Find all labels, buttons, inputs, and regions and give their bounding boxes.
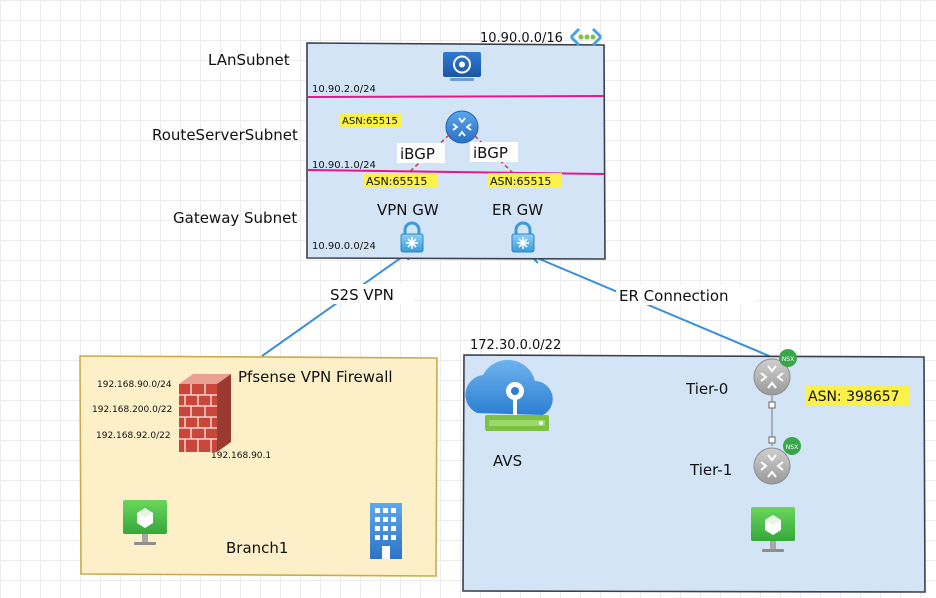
ibgp-right-label: iBGP	[473, 144, 508, 162]
vnet-cidr-label: 10.90.0.0/16	[480, 31, 563, 46]
ibgp-left-bg	[397, 143, 445, 163]
er-connection-label-bg	[616, 285, 756, 305]
lan-vm-icon	[443, 52, 481, 81]
route-server-icon	[445, 110, 479, 144]
vpn-gw-label: VPN GW	[377, 201, 439, 219]
route-server-asn: ASN:65515	[342, 116, 398, 127]
tier-connector-port-top	[768, 401, 776, 409]
vnet-icon	[569, 27, 603, 47]
vpn-gw-asn: ASN:65515	[366, 175, 427, 188]
lan-subnet-cidr: 10.90.2.0/24	[312, 84, 376, 95]
lan-subnet-name: LAnSubnet	[208, 51, 290, 69]
branch-route-2: 192.168.200.0/22	[92, 405, 172, 415]
tier1-nsx-text: NSX	[786, 444, 798, 451]
routeserver-subnet-name: RouteServerSubnet	[152, 126, 298, 144]
avs-name: AVS	[493, 452, 522, 470]
s2s-vpn-label-bg	[328, 284, 414, 304]
tier0-nsx-badge: NSX	[779, 349, 797, 367]
tier1-label: Tier-1	[689, 461, 732, 479]
er-connection-link	[529, 254, 775, 359]
branch-name: Branch1	[226, 539, 288, 557]
er-gw-label: ER GW	[492, 201, 543, 219]
er-gw-asn: ASN:65515	[490, 175, 551, 188]
firewall-icon	[179, 374, 231, 452]
er-gw-asn-highlight	[488, 173, 562, 188]
building-icon	[370, 503, 402, 559]
ibgp-left-label: iBGP	[400, 145, 435, 163]
vpn-gw-asn-highlight	[364, 173, 438, 188]
avs-box	[462, 354, 926, 593]
firewall-ip: 192.168.90.1	[211, 451, 271, 461]
s2s-vpn-label: S2S VPN	[330, 286, 394, 304]
avs-asn-highlight	[805, 386, 909, 406]
avs-cidr-label: 172.30.0.0/22	[470, 338, 561, 353]
tier1-nsx-badge: NSX	[783, 437, 801, 455]
tier0-nsx-text: NSX	[782, 356, 794, 363]
avs-asn: ASN: 398657	[808, 389, 900, 405]
branch-route-3: 192.168.92.0/22	[96, 431, 171, 441]
branch-box	[79, 355, 438, 577]
lan-subnet-divider	[307, 95, 605, 98]
routeserver-subnet-cidr: 10.90.1.0/24	[312, 160, 376, 171]
branch-route-1: 192.168.90.0/24	[97, 380, 172, 390]
er-connection-label: ER Connection	[619, 287, 729, 305]
firewall-label: Pfsense VPN Firewall	[238, 368, 393, 386]
tier-connector-port-bottom	[768, 436, 776, 444]
avs-cloud-icon	[465, 359, 553, 431]
ibgp-right-bg	[470, 142, 518, 162]
tier1-router-icon	[753, 447, 791, 485]
tier0-label: Tier-0	[685, 380, 728, 398]
route-server-asn-highlight	[340, 113, 401, 127]
gateway-subnet-name: Gateway Subnet	[173, 209, 297, 227]
gateway-subnet-cidr: 10.90.0.0/24	[312, 241, 376, 252]
